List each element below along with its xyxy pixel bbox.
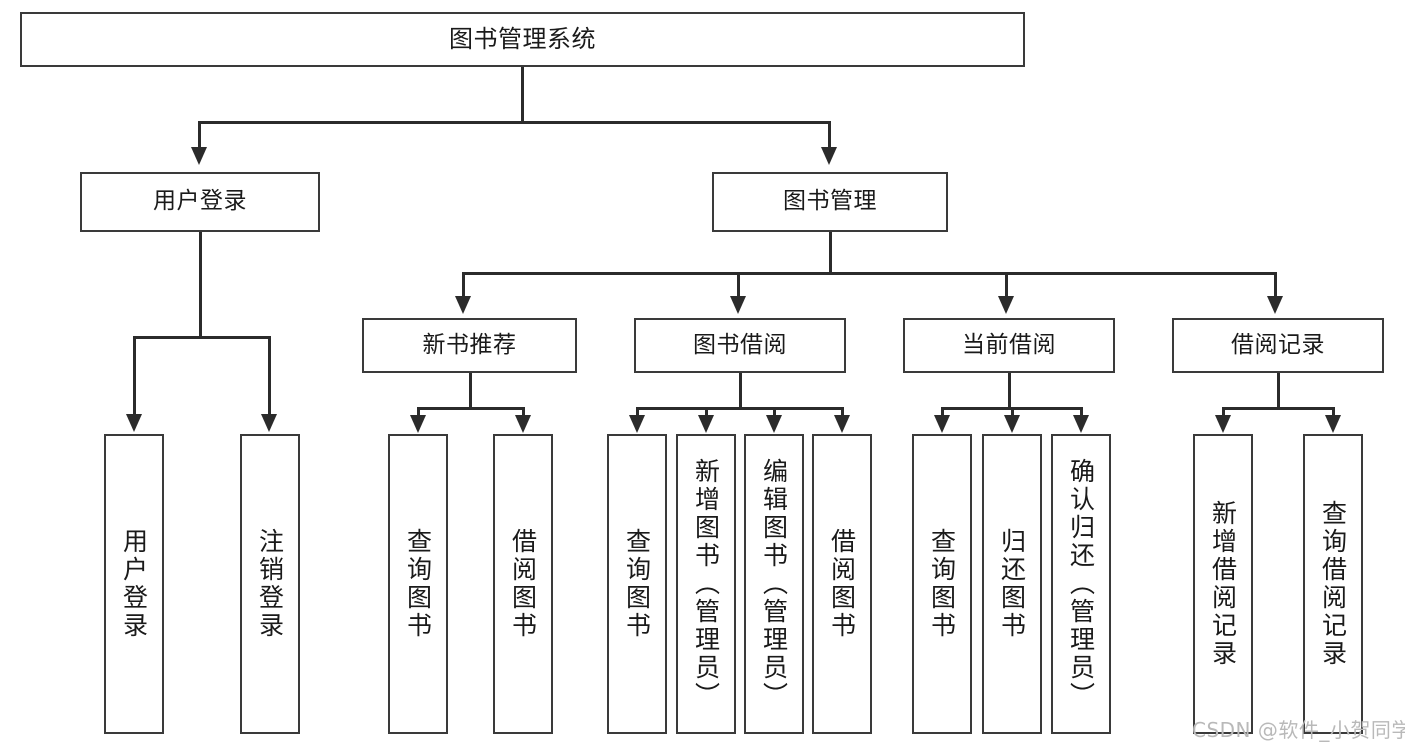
node-label: 图书管理系统: [449, 25, 596, 54]
node-label: 编辑图书（管理员）: [759, 458, 789, 710]
connector-cb-drop-3: [1080, 407, 1083, 417]
node-book-management[interactable]: 图书管理: [712, 172, 948, 232]
node-label: 查询图书: [403, 528, 433, 640]
connector-cb-drop-1: [941, 407, 944, 417]
node-book-borrow[interactable]: 图书借阅: [634, 318, 846, 373]
node-borrow-record[interactable]: 借阅记录: [1172, 318, 1384, 373]
node-label: 当前借阅: [962, 331, 1056, 358]
node-current-borrow[interactable]: 当前借阅: [903, 318, 1115, 373]
connector-root-stem: [521, 67, 524, 123]
connector-user-login-bar: [133, 336, 271, 339]
connector-bb-drop-4: [841, 407, 844, 417]
leaf-confirm-return[interactable]: 确认归还（管理员）: [1051, 434, 1111, 734]
connector-user-login-drop-1: [133, 336, 136, 416]
connector-bm-drop-1: [462, 272, 465, 298]
leaf-add-book[interactable]: 新增图书（管理员）: [676, 434, 736, 734]
arrowhead-to-edit-book: [766, 415, 782, 433]
arrowhead-to-query-book-1: [410, 415, 426, 433]
connector-bb-stem: [739, 373, 742, 409]
connector-user-login-stem: [199, 232, 202, 338]
node-label: 注销登录: [255, 528, 285, 640]
connector-bm-drop-2: [737, 272, 740, 298]
arrowhead-to-borrow-book-2: [834, 415, 850, 433]
connector-nbr-drop-2: [522, 407, 525, 417]
arrowhead-to-login: [126, 414, 142, 432]
connector-br-bar: [1222, 407, 1335, 410]
node-label: 新书推荐: [422, 331, 517, 358]
leaf-logout[interactable]: 注销登录: [240, 434, 300, 734]
arrowhead-to-current-borrow: [998, 296, 1014, 314]
connector-bb-bar: [636, 407, 844, 410]
connector-root-drop-right: [828, 121, 831, 149]
leaf-borrow-book-2[interactable]: 借阅图书: [812, 434, 872, 734]
connector-br-drop-1: [1222, 407, 1225, 417]
node-label: 借阅图书: [508, 528, 538, 640]
arrowhead-to-return-book: [1004, 415, 1020, 433]
node-user-login[interactable]: 用户登录: [80, 172, 320, 232]
connector-nbr-stem: [469, 373, 472, 409]
node-label: 新增借阅记录: [1208, 500, 1238, 668]
arrowhead-to-confirm-return: [1073, 415, 1089, 433]
connector-bb-drop-3: [773, 407, 776, 417]
node-book-management-system[interactable]: 图书管理系统: [20, 12, 1025, 67]
leaf-query-book-1[interactable]: 查询图书: [388, 434, 448, 734]
connector-bm-drop-3: [1005, 272, 1008, 298]
arrowhead-to-query-book-2: [629, 415, 645, 433]
arrowhead-to-borrow-book-1: [515, 415, 531, 433]
leaf-edit-book[interactable]: 编辑图书（管理员）: [744, 434, 804, 734]
connector-cb-drop-2: [1011, 407, 1014, 417]
leaf-query-book-3[interactable]: 查询图书: [912, 434, 972, 734]
arrowhead-to-query-borrow-record: [1325, 415, 1341, 433]
node-label: 借阅图书: [827, 528, 857, 640]
leaf-query-borrow-record[interactable]: 查询借阅记录: [1303, 434, 1363, 734]
connector-user-login-drop-2: [268, 336, 271, 416]
node-new-book-recommend[interactable]: 新书推荐: [362, 318, 577, 373]
node-label: 新增图书（管理员）: [691, 458, 721, 710]
arrowhead-to-logout: [261, 414, 277, 432]
arrowhead-to-add-borrow-record: [1215, 415, 1231, 433]
node-label: 查询借阅记录: [1318, 500, 1348, 668]
node-label: 查询图书: [927, 528, 957, 640]
arrowhead-to-add-book: [698, 415, 714, 433]
node-label: 用户登录: [119, 528, 149, 640]
connector-bm-drop-4: [1274, 272, 1277, 298]
leaf-add-borrow-record[interactable]: 新增借阅记录: [1193, 434, 1253, 734]
connector-book-management-stem: [829, 232, 832, 274]
arrowhead-to-user-login: [191, 147, 207, 165]
arrowhead-to-query-book-3: [934, 415, 950, 433]
connector-br-stem: [1277, 373, 1280, 409]
leaf-borrow-book-1[interactable]: 借阅图书: [493, 434, 553, 734]
node-label: 图书借阅: [693, 331, 787, 358]
connector-root-drop-left: [198, 121, 201, 149]
connector-nbr-drop-1: [417, 407, 420, 417]
arrowhead-to-book-management: [821, 147, 837, 165]
node-label: 借阅记录: [1231, 331, 1325, 358]
arrowhead-to-borrow-record: [1267, 296, 1283, 314]
connector-bb-drop-2: [705, 407, 708, 417]
node-label: 确认归还（管理员）: [1066, 458, 1096, 710]
connector-root-bar: [198, 121, 830, 124]
connector-bb-drop-1: [636, 407, 639, 417]
node-label: 图书管理: [783, 188, 877, 215]
arrowhead-to-new-book-recommend: [455, 296, 471, 314]
connector-cb-stem: [1008, 373, 1011, 409]
node-label: 查询图书: [622, 528, 652, 640]
connector-book-management-bar: [462, 272, 1277, 275]
connector-nbr-bar: [417, 407, 525, 410]
leaf-return-book[interactable]: 归还图书: [982, 434, 1042, 734]
arrowhead-to-book-borrow: [730, 296, 746, 314]
connector-br-drop-2: [1332, 407, 1335, 417]
leaf-login[interactable]: 用户登录: [104, 434, 164, 734]
node-label: 用户登录: [153, 188, 247, 215]
node-label: 归还图书: [997, 528, 1027, 640]
leaf-query-book-2[interactable]: 查询图书: [607, 434, 667, 734]
